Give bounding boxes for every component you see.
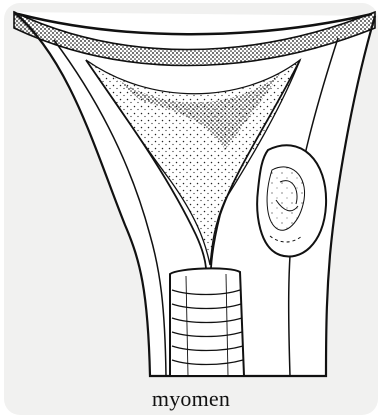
figure-caption: myomen — [0, 386, 382, 412]
